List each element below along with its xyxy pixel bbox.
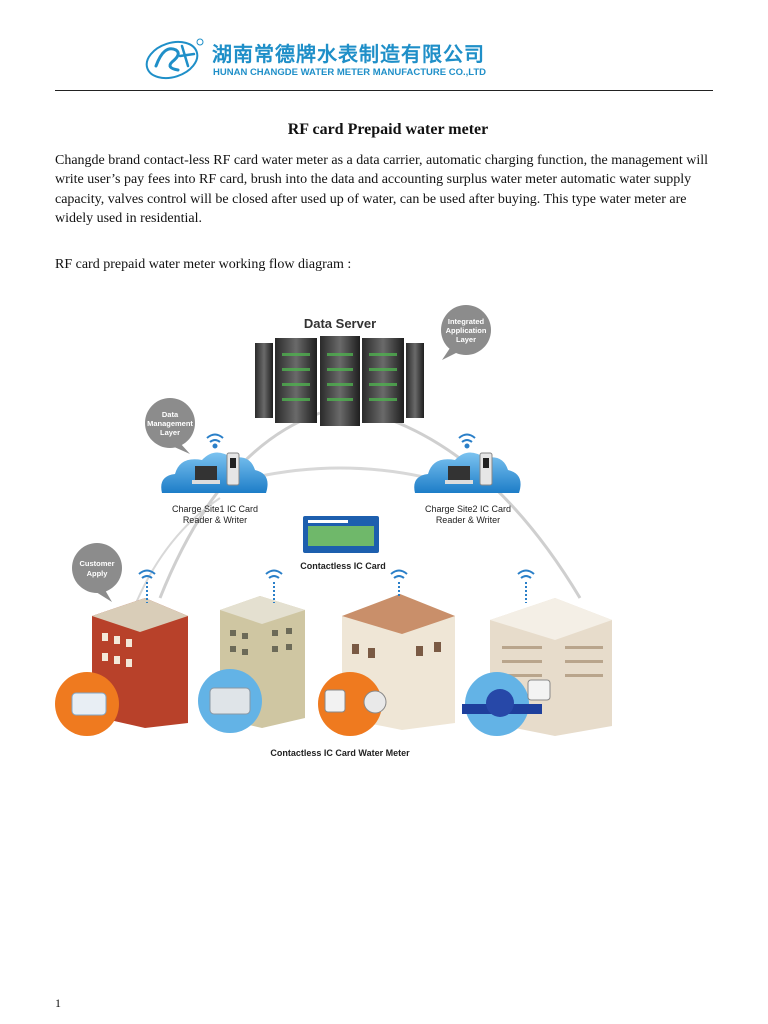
wifi-icon — [206, 433, 224, 449]
site2-label-line1: Charge Site2 IC Card — [425, 504, 511, 514]
integrated-layer-line3: Layer — [456, 335, 476, 344]
data-mgmt-line2: Management — [147, 419, 193, 428]
site1-label-line1: Charge Site1 IC Card — [172, 504, 258, 514]
wifi-icon — [138, 569, 156, 603]
integrated-layer-line2: Application — [446, 326, 487, 335]
server-rack-icon — [255, 336, 424, 426]
data-mgmt-line3: Layer — [160, 428, 180, 437]
server-label: Data Server — [304, 316, 376, 331]
meter-highlight-3 — [318, 672, 382, 736]
charge-site2-icon — [414, 452, 521, 493]
customer-apply-line1: Customer — [79, 559, 114, 568]
charge-site1-icon — [161, 452, 268, 493]
site1-label-line2: Reader & Writer — [183, 515, 247, 525]
water-meter-3b-icon — [363, 690, 387, 714]
wifi-icon — [265, 569, 283, 603]
data-mgmt-line1: Data — [162, 410, 179, 419]
wifi-icon — [390, 569, 408, 598]
customer-apply-line2: Apply — [87, 569, 109, 578]
company-name-en: HUNAN CHANGDE WATER METER MANUFACTURE CO… — [213, 67, 487, 78]
wifi-icon — [458, 433, 476, 449]
meter-label: Contactless IC Card Water Meter — [270, 748, 410, 758]
customer-apply-bubble: Customer Apply — [72, 543, 122, 602]
integrated-layer-line1: Integrated — [448, 317, 485, 326]
document-title: RF card Prepaid water meter — [287, 121, 489, 138]
card-label: Contactless IC Card — [300, 561, 386, 571]
company-name-cn: 湖南常德牌水表制造有限公司 — [212, 42, 485, 66]
wifi-icon — [517, 569, 535, 603]
page-number: 1 — [55, 996, 61, 1010]
water-meter-3a-icon — [324, 689, 346, 713]
water-meter-4-icon — [462, 679, 551, 717]
integrated-layer-bubble: Integrated Application Layer — [441, 305, 491, 360]
ic-card-icon — [303, 516, 379, 553]
description-paragraph: Changde brand contact-less RF card water… — [55, 153, 709, 227]
water-meter-2-icon — [209, 687, 251, 715]
data-management-bubble: Data Management Layer — [145, 398, 195, 454]
site2-label-line2: Reader & Writer — [436, 515, 500, 525]
workflow-diagram: Data Server Integrated Application Layer… — [55, 305, 612, 758]
company-logo — [145, 38, 204, 80]
header-divider — [55, 90, 713, 91]
diagram-caption: RF card prepaid water meter working flow… — [55, 257, 352, 272]
water-meter-1-icon — [71, 692, 107, 716]
